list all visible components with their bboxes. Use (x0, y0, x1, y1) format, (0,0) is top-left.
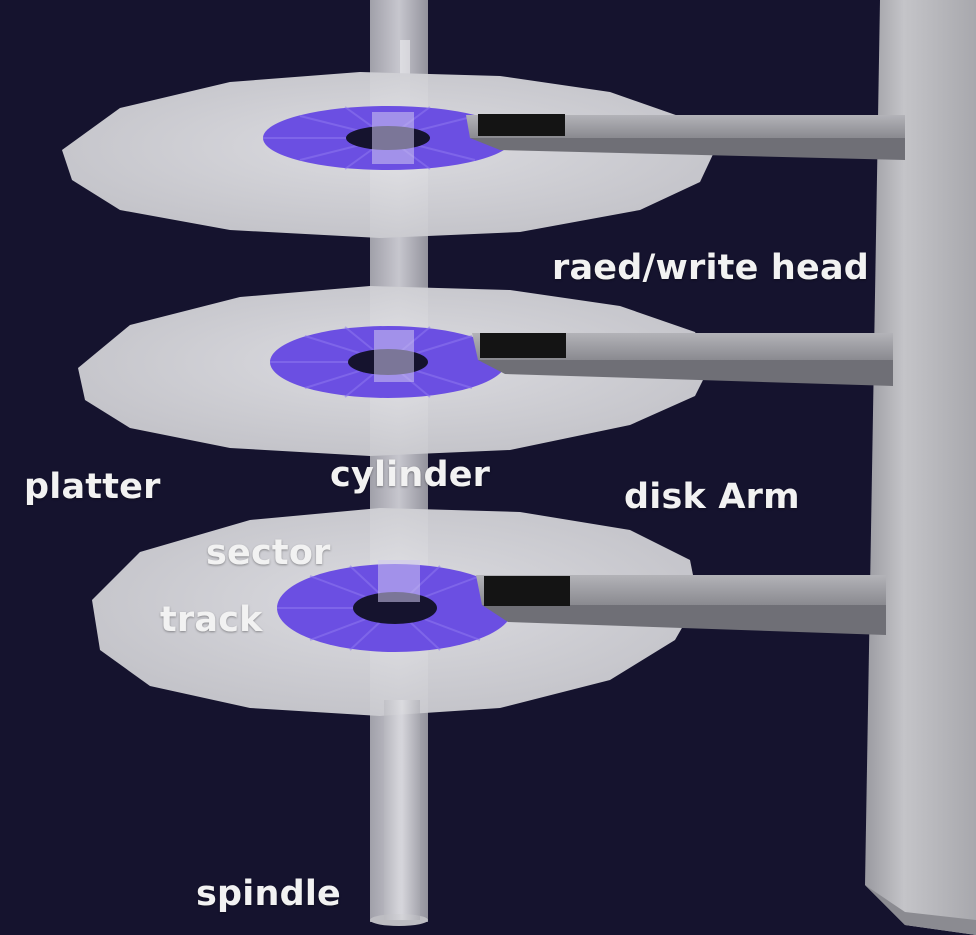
cylinder-segment-top (372, 112, 414, 164)
disk-arm-top (466, 114, 905, 160)
read-write-head-label: raed/write head (552, 248, 870, 288)
disk-arm-middle (472, 333, 893, 386)
cylinder-label: cylinder (330, 455, 491, 495)
disk-arm-post (865, 0, 976, 935)
sector-label: sector (206, 533, 331, 573)
disk-arm-label: disk Arm (624, 477, 800, 517)
spindle-label: spindle (196, 874, 341, 914)
cylinder-segment-middle (374, 330, 414, 382)
platter-middle (78, 286, 712, 456)
disk-arm-bottom (476, 575, 886, 635)
platter-bottom (92, 508, 698, 716)
spindle-foreground (384, 700, 420, 920)
read-write-head-bottom (484, 576, 570, 606)
track-label: track (160, 600, 263, 640)
read-write-head-top (478, 114, 565, 136)
cylinder-segment-bottom (378, 560, 420, 602)
read-write-head-middle (480, 333, 566, 358)
platter-top (62, 72, 715, 238)
platter-label: platter (24, 467, 161, 507)
